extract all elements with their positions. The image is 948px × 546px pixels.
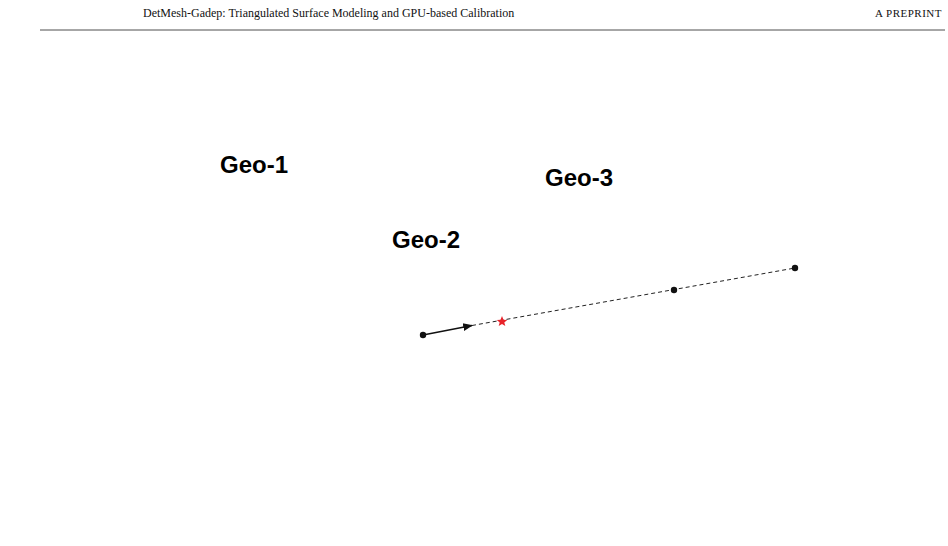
cylinder-outline [468,150,712,522]
cylinder-face [468,150,572,520]
ray-segment [423,326,472,336]
cylinder-volume: Geo-3 [468,150,710,520]
cylinder-outline [55,127,892,522]
cylinder-face [295,200,395,466]
ray-point [671,287,677,293]
intersection-star [497,316,507,326]
header-rule [40,30,945,31]
volume-label: Geo-2 [392,226,460,254]
preprint-mark: A PREPRINT [875,7,942,19]
cylinder-face [55,127,235,520]
cylinder-volume: Geo-1Geo-2 Geo-3 [55,127,890,520]
hidden-edge [710,127,800,520]
cylinder-body [295,200,555,466]
ray-point [420,332,426,338]
volume-label: Geo-1 [220,151,288,179]
cylinder-body [55,127,890,520]
cylinder-body [468,150,710,520]
ray-point [792,265,798,271]
volume-label: Geo-3 [545,164,613,192]
cylinder-volume: Geo-2 [295,200,555,466]
running-header: DetMesh-Gadep: Triangulated Surface Mode… [143,6,514,21]
ray-dashed [472,268,795,326]
